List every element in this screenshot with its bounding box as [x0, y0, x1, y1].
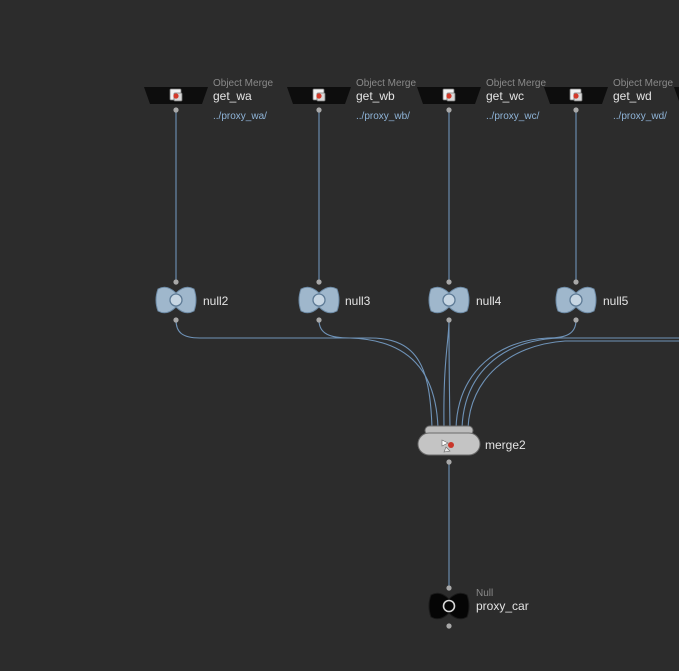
null-center-ring — [442, 599, 456, 613]
object-merge-icon — [312, 88, 326, 102]
node-get_we-partial[interactable] — [674, 87, 679, 104]
node-null4[interactable]: null4 — [428, 279, 502, 323]
merge-icon — [441, 439, 454, 453]
wire-null3-merge2 — [318, 319, 439, 429]
node-path-label: ../proxy_wc/ — [486, 111, 540, 122]
node-type-label: Object Merge — [213, 78, 273, 89]
node-type-label: Object Merge — [613, 78, 673, 89]
object-merge-icon — [442, 88, 456, 102]
null-icon[interactable] — [555, 286, 597, 314]
null-icon[interactable] — [155, 286, 197, 314]
null-icon[interactable] — [428, 286, 470, 314]
output-connector[interactable] — [446, 317, 452, 323]
node-name-label[interactable]: null5 — [603, 294, 629, 308]
node-name-label[interactable]: get_wb — [356, 89, 395, 103]
wires — [175, 110, 679, 588]
node-name-label[interactable]: merge2 — [485, 438, 526, 452]
output-connector[interactable] — [446, 107, 452, 113]
node-name-label[interactable]: null2 — [203, 294, 229, 308]
node-name-label[interactable]: proxy_car — [476, 599, 529, 613]
node-path-label: ../proxy_wb/ — [356, 111, 410, 122]
node-null3[interactable]: null3 — [298, 279, 371, 323]
object-merge-icon — [569, 88, 583, 102]
output-connector[interactable] — [173, 107, 179, 113]
input-connector[interactable] — [573, 279, 579, 285]
node-merge2[interactable]: merge2 — [417, 425, 526, 465]
node-get_wc[interactable]: Object Merge get_wc ../proxy_wc/ — [417, 78, 546, 122]
node-proxy_car[interactable]: Null proxy_car — [428, 585, 529, 629]
null-icon[interactable] — [298, 286, 340, 314]
wire-null4-merge2-a — [443, 319, 450, 429]
node-get_wd[interactable]: Object Merge get_wd ../proxy_wd/ — [544, 78, 673, 122]
output-connector[interactable] — [316, 107, 322, 113]
input-connector[interactable] — [173, 279, 179, 285]
node-name-label[interactable]: null4 — [476, 294, 502, 308]
wire-null5-merge2 — [455, 319, 577, 429]
output-connector[interactable] — [316, 317, 322, 323]
node-get_wa[interactable]: Object Merge get_wa ../proxy_wa/ — [144, 78, 273, 122]
node-name-label[interactable]: get_wa — [213, 89, 252, 103]
output-connector[interactable] — [573, 317, 579, 323]
node-type-label: Object Merge — [486, 78, 546, 89]
node-type-label: Object Merge — [356, 78, 416, 89]
output-connector[interactable] — [446, 623, 452, 629]
node-name-label[interactable]: get_wc — [486, 89, 524, 103]
node-get_wb[interactable]: Object Merge get_wb ../proxy_wb/ — [287, 78, 416, 122]
input-connector[interactable] — [446, 585, 452, 591]
output-connector[interactable] — [573, 107, 579, 113]
input-connector[interactable] — [446, 279, 452, 285]
node-type-label: Null — [476, 588, 493, 599]
wire-null4-merge2-b — [448, 319, 451, 429]
wire-offscreen-merge2-b — [467, 340, 679, 429]
node-null5[interactable]: null5 — [555, 279, 629, 323]
object-merge-icon — [169, 88, 183, 102]
input-connector[interactable] — [316, 279, 322, 285]
node-name-label[interactable]: null3 — [345, 294, 371, 308]
node-null2[interactable]: null2 — [155, 279, 229, 323]
node-path-label: ../proxy_wd/ — [613, 111, 667, 122]
node-name-label[interactable]: get_wd — [613, 89, 652, 103]
output-connector[interactable] — [446, 459, 452, 465]
wire-null2-merge2 — [175, 319, 433, 429]
wire-offscreen-merge2-a — [461, 337, 679, 429]
node-path-label: ../proxy_wa/ — [213, 111, 267, 122]
object-merge-node-body[interactable] — [674, 87, 679, 104]
output-connector[interactable] — [173, 317, 179, 323]
